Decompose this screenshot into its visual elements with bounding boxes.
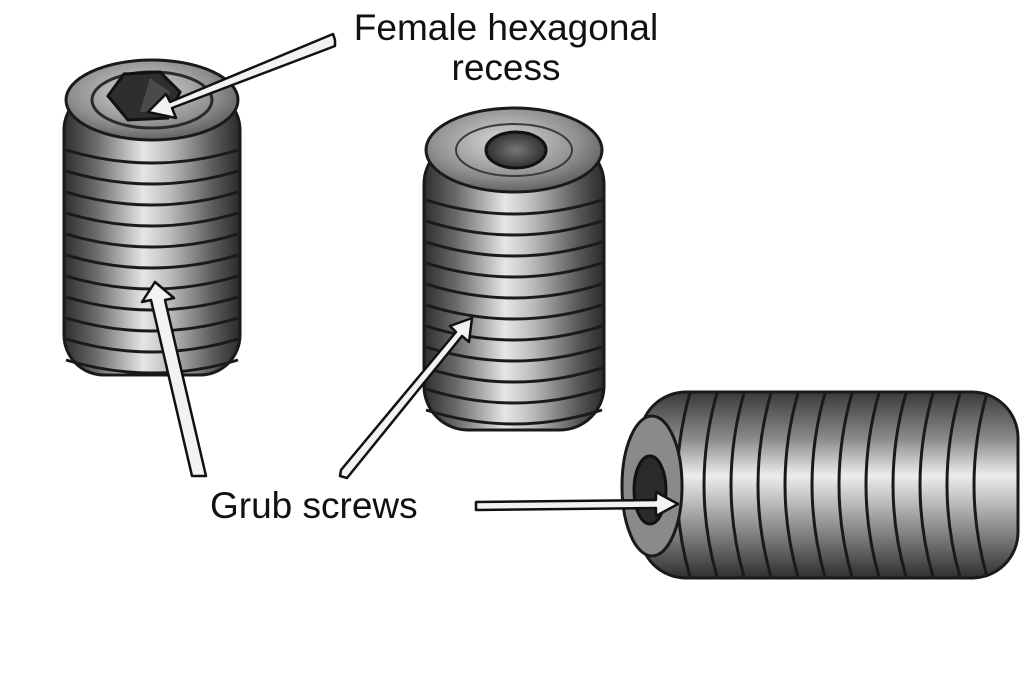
female-hex-recess-label: Female hexagonal recess [336, 8, 676, 88]
arrow-grub-screw-3 [474, 490, 680, 518]
thread-line [65, 232, 239, 249]
thread-line [425, 261, 603, 279]
thread-line [425, 366, 603, 384]
thread-line [729, 392, 746, 578]
thread-line [425, 240, 603, 258]
thread-line [837, 392, 854, 578]
thread-line [918, 392, 935, 578]
arrow-grub-screw-1 [140, 280, 208, 478]
thread-line [65, 169, 239, 186]
thread-line [425, 282, 603, 300]
thread-line [65, 190, 239, 207]
thread-line [891, 392, 908, 578]
thread-line [65, 295, 239, 312]
thread-line [425, 387, 603, 405]
arrow-grub-screw-2 [338, 316, 474, 480]
female-hex-label-line1: Female hexagonal [353, 7, 659, 48]
thread-line [425, 198, 603, 216]
thread-line [65, 148, 239, 165]
thread-line [425, 324, 603, 342]
thread-line [783, 392, 800, 578]
grub-screws-label: Grub screws [210, 485, 418, 526]
thread-line [65, 253, 239, 270]
thread-line [65, 358, 239, 375]
grub-screw-hex-socket [62, 58, 242, 377]
thread-line [972, 392, 989, 578]
thread-line [864, 392, 881, 578]
thread-line [945, 392, 962, 578]
thread-line [425, 408, 603, 426]
cup-recess-icon [484, 130, 548, 170]
female-hex-label-line2: recess [451, 47, 561, 88]
thread-line [65, 211, 239, 228]
thread-line [65, 316, 239, 333]
leader-arrows [140, 32, 680, 518]
thread-line [810, 392, 827, 578]
grub-screw-horizontal [620, 390, 1020, 580]
thread-line [65, 337, 239, 354]
grub-screw-cup-end [422, 106, 606, 432]
thread-line [425, 303, 603, 321]
arrow-female-hex [146, 32, 337, 120]
thread-line [756, 392, 773, 578]
thread-line [425, 219, 603, 237]
thread-line [702, 392, 719, 578]
